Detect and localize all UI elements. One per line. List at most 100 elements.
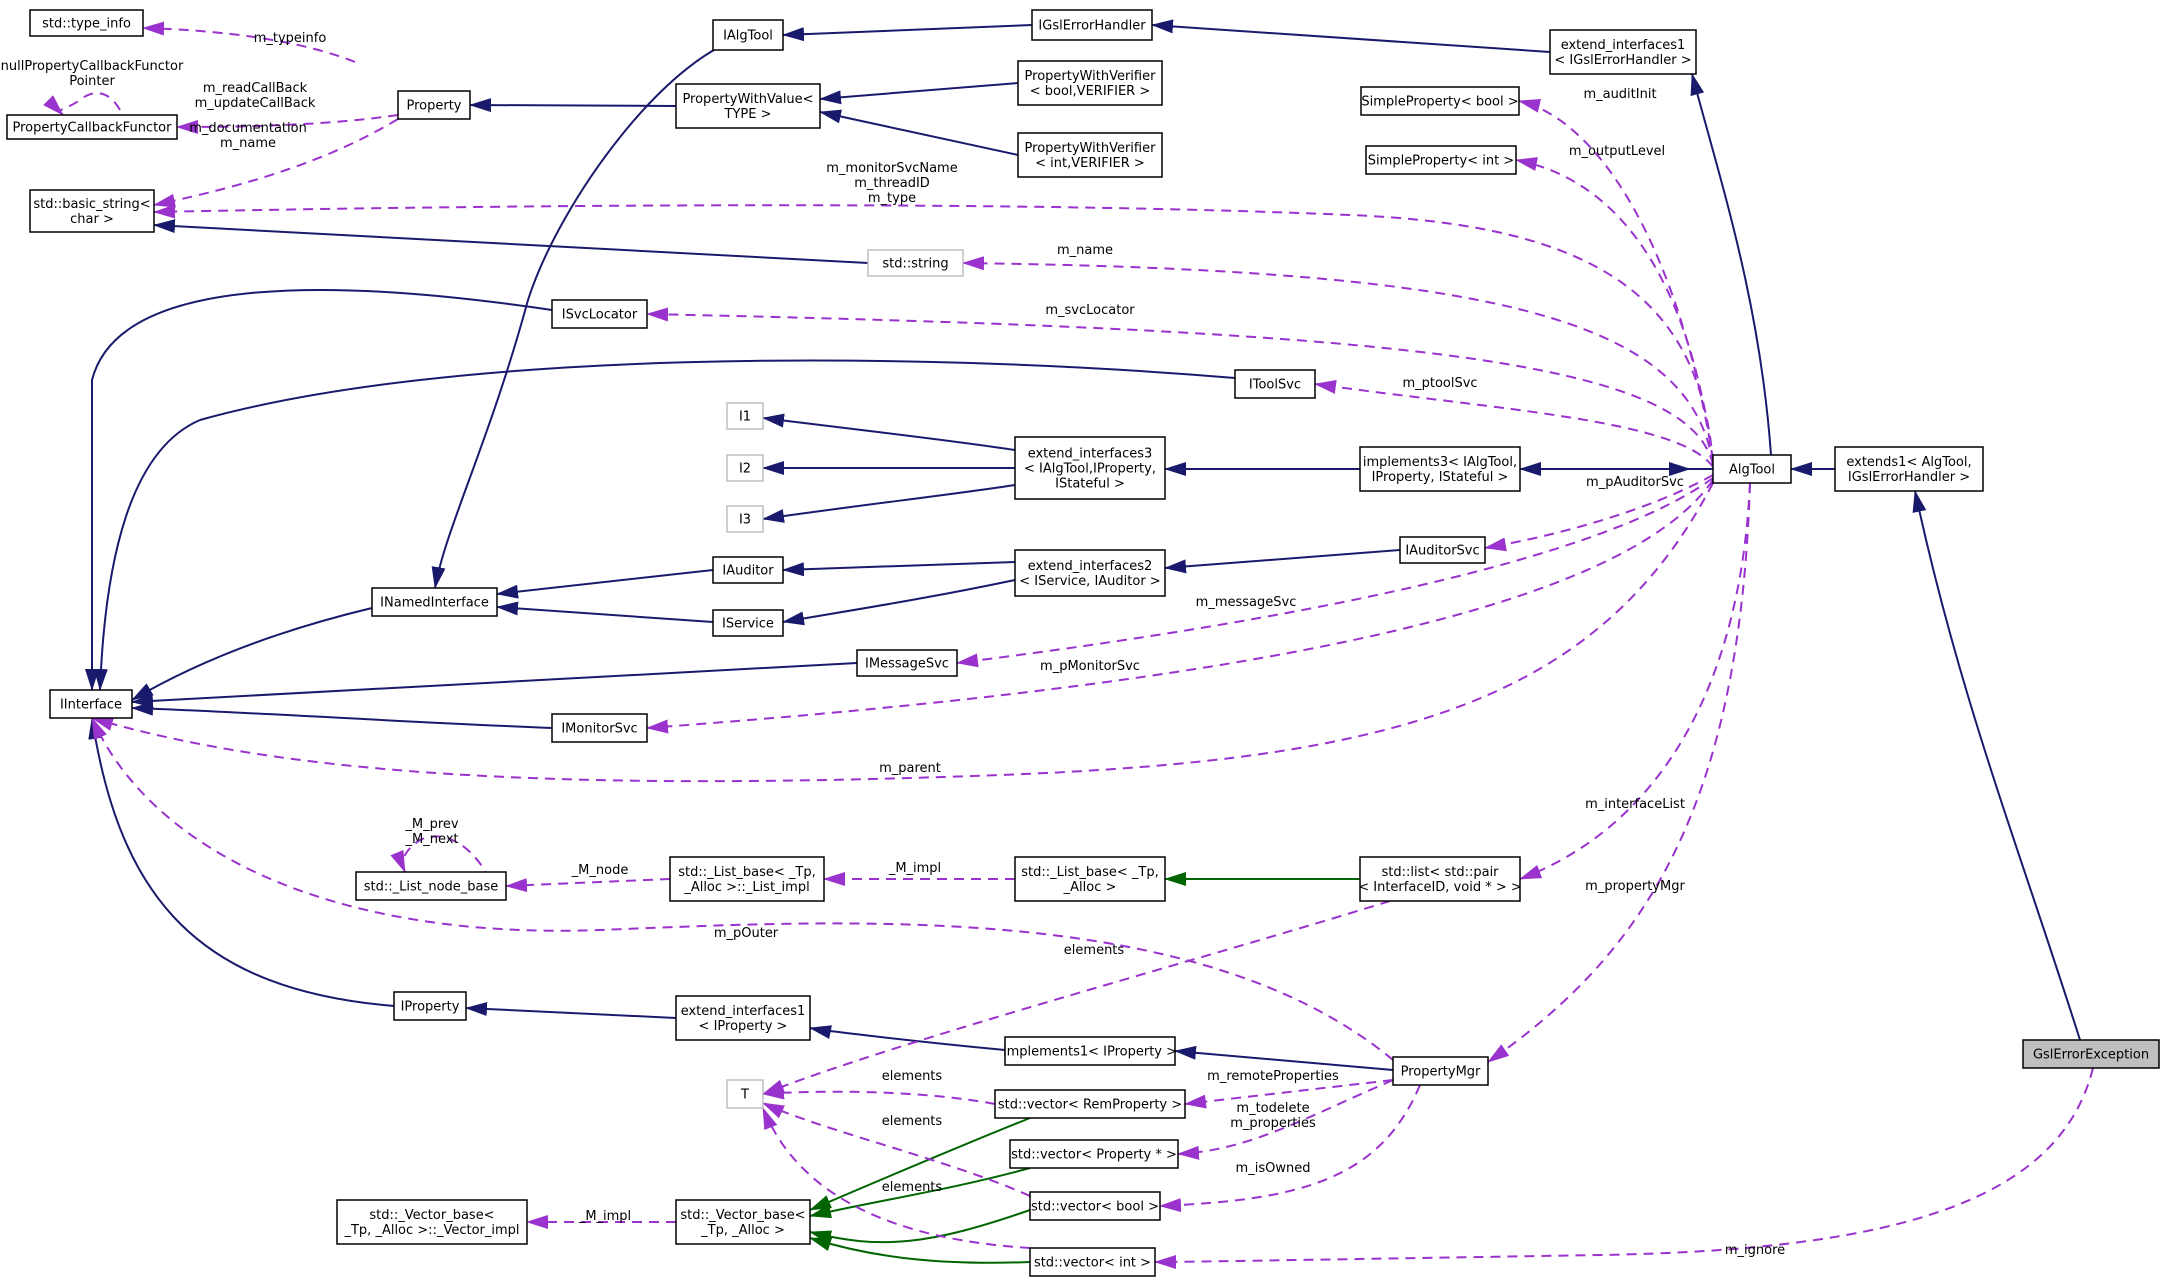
class-node-pwv-type[interactable]: PropertyWithValue<TYPE > [675,83,821,129]
usage-edge [505,878,671,893]
edge-label: m_documentation [189,121,307,136]
class-node-box [371,587,498,617]
edge-label: nullPropertyCallbackFunctor [1,59,184,74]
class-node-impl1[interactable]: implements1< IProperty > [1003,1036,1177,1066]
class-node-sp-bool[interactable]: SimpleProperty< bool > [1360,86,1520,116]
class-node-iauditorsvc[interactable]: IAuditorSvc [1399,536,1486,564]
class-node-label: IGslErrorHandler [1038,19,1146,34]
class-node-gsl-exc[interactable]: GslErrorException [2022,1039,2160,1069]
inheritance-edge [1174,1045,1394,1071]
class-node-label: PropertyMgr [1401,1065,1481,1080]
class-node-iservice[interactable]: IService [712,609,784,637]
class-node-itoolsvc[interactable]: IToolSvc [1234,369,1316,399]
class-node-ext-if3[interactable]: extend_interfaces3< IAlgTool,IProperty,I… [1014,436,1166,500]
class-node-ext-if2[interactable]: extend_interfaces2< IService, IAuditor > [1014,549,1166,597]
class-node-vec-bool[interactable]: std::vector< bool > [1029,1191,1161,1221]
class-node-iproperty[interactable]: IProperty [393,991,467,1021]
class-node-box [867,249,964,277]
inheritance-edge [496,601,714,623]
class-node-box [675,83,821,129]
class-node-label: IProperty [401,1000,460,1015]
class-node-label: < bool,VERIFIER > [1030,84,1151,99]
class-node-list-impl[interactable]: std::_List_base< _Tp,_Alloc >::_List_imp… [669,856,825,902]
class-node-iauditor[interactable]: IAuditor [712,556,784,584]
inheritance-edge [819,82,1019,105]
class-node-i2[interactable]: I2 [726,454,764,482]
class-node-property[interactable]: Property [397,90,471,120]
class-node-iinterface[interactable]: IInterface [49,689,133,719]
template-edge [809,1167,1031,1219]
class-node-label: std::list< std::pair [1381,865,1499,880]
class-node-basic-string[interactable]: std::basic_string<char > [29,189,155,233]
edges-layer [43,19,2094,1269]
class-node-sp-int[interactable]: SimpleProperty< int > [1365,145,1517,175]
edge-label: m_name [220,136,276,151]
class-node-std-string[interactable]: std::string [867,249,964,277]
usage-edge [153,118,399,208]
edge-label: m_typeinfo [254,31,327,46]
class-node-inamed[interactable]: INamedInterface [371,587,498,617]
class-node-ext-if1-gsl[interactable]: extend_interfaces1< IGslErrorHandler > [1549,29,1697,75]
class-node-vector-impl[interactable]: std::_Vector_base<_Tp, _Alloc >::_Vector… [336,1199,528,1245]
usage-edge [1177,1079,1394,1160]
class-node-t[interactable]: T [726,1079,764,1109]
edge-label: _M_next [404,832,458,847]
class-node-prop-cb-ptr[interactable]: PropertyCallbackFunctor [6,114,178,140]
usage-edge [91,482,1714,783]
class-node-box [1031,9,1153,41]
class-node-algtool[interactable]: AlgTool [1712,454,1792,484]
usage-edge [1519,482,1751,880]
class-node-box [1365,145,1517,175]
class-node-type-info[interactable]: std::type_info [29,9,144,37]
class-node-box [1359,856,1521,902]
class-node-label: std::string [882,257,948,272]
class-node-imessagesvc[interactable]: IMessageSvc [856,649,958,677]
class-node-igsl-handler[interactable]: IGslErrorHandler [1031,9,1153,41]
edge-label: m_type [868,191,916,206]
edge-label: m_ptoolSvc [1402,376,1477,391]
class-node-label: std::_List_base< _Tp, [678,865,815,880]
class-node-label: PropertyWithVerifier [1025,141,1157,156]
class-node-box [1017,132,1163,178]
template-edge [809,1117,1031,1211]
edge-label: m_pAuditorSvc [1586,475,1684,490]
class-node-vec-int[interactable]: std::vector< int > [1029,1247,1156,1277]
class-node-isvclocator[interactable]: ISvcLocator [551,299,648,329]
class-node-i3[interactable]: I3 [726,505,764,533]
class-node-std-list[interactable]: std::list< std::pair< InterfaceID, void … [1358,856,1522,902]
edge-label: m_pMonitorSvc [1040,659,1140,674]
edge-label: m_properties [1230,1116,1316,1131]
class-node-pwv-bool[interactable]: PropertyWithVerifier< bool,VERIFIER > [1017,60,1163,106]
class-node-extends1[interactable]: extends1< AlgTool,IGslErrorHandler > [1834,446,1984,492]
class-node-label: INamedInterface [380,596,489,611]
class-node-imonitorsvc[interactable]: IMonitorSvc [551,713,648,743]
template-edge [809,1209,1031,1245]
class-node-vec-remprop[interactable]: std::vector< RemProperty > [994,1089,1186,1119]
class-node-label: PropertyWithValue< [682,92,813,107]
edge-label: m_parent [879,761,941,776]
class-node-pwv-int[interactable]: PropertyWithVerifier< int,VERIFIER > [1017,132,1163,178]
class-node-label: extend_interfaces1 [681,1004,806,1019]
inheritance-edge [465,1002,677,1019]
class-node-list-node[interactable]: std::_List_node_base [355,871,507,901]
inheritance-edge [1164,549,1401,574]
class-node-ext-if1-prop[interactable]: extend_interfaces1< IProperty > [675,995,811,1041]
class-node-list-base[interactable]: std::_List_base< _Tp,_Alloc > [1014,856,1166,902]
class-node-vec-propptr[interactable]: std::vector< Property * > [1009,1139,1179,1169]
labels-layer: m_typeinfonullPropertyCallbackFunctorPoi… [1,31,1785,1258]
edge-label: elements [882,1180,943,1195]
class-node-impl3[interactable]: implements3< IAlgTool,IProperty, IStatef… [1359,446,1521,492]
class-node-box [397,90,471,120]
class-node-propmgr[interactable]: PropertyMgr [1392,1056,1489,1086]
class-node-label: extend_interfaces1 [1561,38,1686,53]
class-node-label: IMessageSvc [865,657,949,672]
class-node-vector-base[interactable]: std::_Vector_base<_Tp, _Alloc > [675,1199,811,1245]
usage-edge [142,21,356,63]
class-node-label: IInterface [60,698,122,713]
inheritance-edge [496,569,714,599]
class-node-ialgtool[interactable]: IAlgTool [712,19,784,51]
edge-label: m_interfaceList [1585,797,1685,812]
class-node-label: std::vector< bool > [1031,1200,1159,1215]
class-node-i1[interactable]: I1 [726,402,764,430]
